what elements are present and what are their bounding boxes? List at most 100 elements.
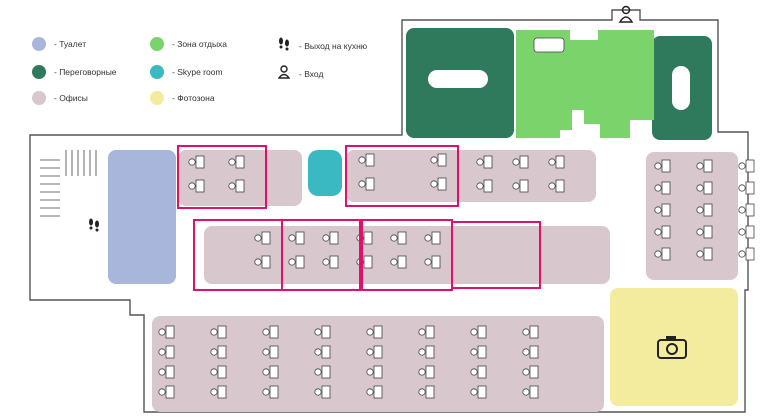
desk: [529, 365, 539, 379]
chair: [418, 328, 426, 336]
desk: [269, 365, 279, 379]
legend-label: - Вход: [299, 68, 324, 79]
chair: [210, 348, 218, 356]
office-swatch: [32, 91, 46, 105]
desk: [437, 153, 447, 167]
desk: [295, 255, 305, 269]
office-areas: [152, 150, 755, 412]
chair: [424, 234, 432, 242]
chair: [228, 158, 236, 166]
chair: [654, 250, 662, 258]
chair: [314, 328, 322, 336]
chair: [418, 388, 426, 396]
chair: [358, 180, 366, 188]
chair: [512, 158, 520, 166]
chair: [390, 258, 398, 266]
lounge-zone: [516, 30, 654, 138]
legend-label: - Выход на кухню: [299, 40, 368, 51]
chair: [738, 250, 746, 258]
desk: [365, 177, 375, 191]
desk: [477, 365, 487, 379]
desk: [195, 179, 205, 193]
legend-label: - Переговорные: [54, 67, 117, 77]
desk: [529, 325, 539, 339]
desk: [373, 365, 383, 379]
highlight-frame: [281, 219, 363, 291]
chair: [548, 158, 556, 166]
chair: [210, 388, 218, 396]
office-area: [152, 316, 604, 412]
legend-item-photozone: - Фотозона: [150, 91, 215, 105]
meeting-table: [672, 66, 690, 110]
chair: [738, 206, 746, 214]
chair: [262, 388, 270, 396]
desk: [235, 179, 245, 193]
chair: [254, 234, 262, 242]
highlight-frame: [451, 221, 541, 289]
desk: [329, 255, 339, 269]
chair: [158, 368, 166, 376]
desk: [363, 231, 373, 245]
camera-icon: [657, 336, 687, 359]
desk: [363, 255, 373, 269]
desk: [425, 345, 435, 359]
desk: [519, 179, 529, 193]
chair: [366, 348, 374, 356]
chair: [738, 162, 746, 170]
desk: [431, 231, 441, 245]
chair: [288, 258, 296, 266]
desk: [703, 159, 713, 173]
chair: [262, 368, 270, 376]
highlight-frames: [177, 145, 541, 291]
desk: [477, 325, 487, 339]
chair: [654, 228, 662, 236]
chair: [696, 184, 704, 192]
legend-item-office: - Офисы: [32, 91, 88, 105]
desk: [529, 385, 539, 399]
desk: [661, 159, 671, 173]
chair: [158, 388, 166, 396]
staircase: [40, 150, 97, 217]
chair: [470, 388, 478, 396]
desk: [555, 179, 565, 193]
chair: [512, 182, 520, 190]
chair: [470, 348, 478, 356]
desk: [165, 385, 175, 399]
desk: [321, 325, 331, 339]
desk: [261, 255, 271, 269]
desk: [235, 155, 245, 169]
office-area: [204, 226, 610, 284]
photo-swatch: [150, 91, 164, 105]
desk: [269, 385, 279, 399]
chair: [314, 368, 322, 376]
desk: [703, 203, 713, 217]
desk: [483, 155, 493, 169]
legend-item-entrance: - Вход: [277, 65, 323, 82]
photo-zone: [610, 288, 738, 406]
chair: [696, 228, 704, 236]
map-legend: - Туалет - Зона отдыха - Выход на кухню …: [0, 0, 400, 120]
desk: [217, 365, 227, 379]
desk: [269, 345, 279, 359]
sofa: [533, 37, 565, 53]
desk: [477, 345, 487, 359]
chair: [418, 368, 426, 376]
chair: [322, 234, 330, 242]
desk: [555, 155, 565, 169]
desk: [483, 179, 493, 193]
legend-item-lounge: - Зона отдыха: [150, 37, 227, 51]
legend-label: - Skype room: [172, 67, 223, 77]
desk: [745, 181, 755, 195]
office-area: [646, 152, 738, 280]
desk: [321, 385, 331, 399]
desk: [703, 225, 713, 239]
chair: [314, 348, 322, 356]
office-area: [178, 150, 302, 206]
meeting-swatch: [32, 65, 46, 79]
meeting-table: [428, 70, 488, 88]
desk: [661, 225, 671, 239]
chair: [210, 368, 218, 376]
chair: [696, 206, 704, 214]
desk: [321, 345, 331, 359]
